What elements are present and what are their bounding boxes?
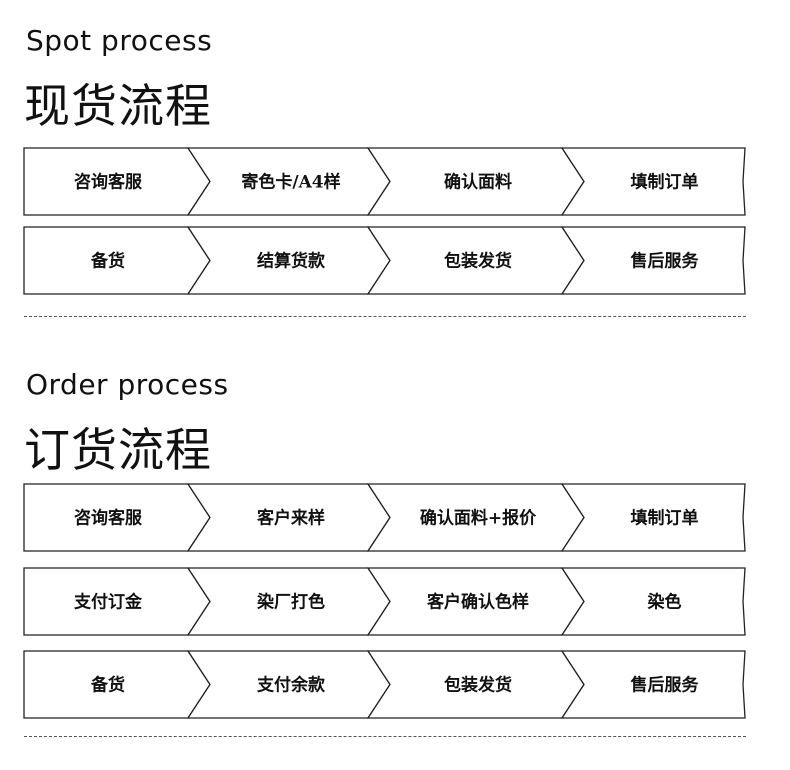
process-step-label: 备货 xyxy=(90,251,125,272)
order-title-zh: 订货流程 xyxy=(24,423,212,477)
process-step-label: 咨询客服 xyxy=(74,508,143,529)
process-step-label: 填制订单 xyxy=(631,508,699,529)
spot-divider xyxy=(24,316,746,317)
process-step-label: 结算货款 xyxy=(257,251,326,272)
process-step-label: 备货 xyxy=(90,675,125,696)
order-title-en: Order process xyxy=(26,368,229,401)
order-section: Order process 订货流程 咨询客服 客户来样 确认面料+报价 填制订单支付… xyxy=(0,340,790,770)
spot-section: Spot process 现货流程 咨询客服 寄色卡/A4样 确认面料 填制订单备货 结… xyxy=(0,0,790,340)
process-step-label: 客户来样 xyxy=(256,508,325,529)
process-step-shape xyxy=(560,650,746,719)
spot-title-zh: 现货流程 xyxy=(24,79,212,133)
process-step-label: 确认面料 xyxy=(444,172,512,193)
process-step-label: 包装发货 xyxy=(444,675,512,696)
process-step-shape xyxy=(560,226,746,295)
process-step-label: 染厂打色 xyxy=(257,592,325,613)
process-step-label: 支付余款 xyxy=(257,675,326,696)
process-step-label: 咨询客服 xyxy=(74,172,143,193)
process-step-label: 支付订金 xyxy=(74,592,143,613)
process-step-label: 确认面料+报价 xyxy=(420,508,537,529)
process-step-label: 填制订单 xyxy=(631,172,699,193)
process-step-shape xyxy=(560,483,746,552)
process-step-label: 染色 xyxy=(648,592,682,613)
process-step-label: 售后服务 xyxy=(631,251,700,272)
spot-title-en: Spot process xyxy=(26,24,213,57)
process-step-label: 售后服务 xyxy=(631,675,700,696)
process-step-shape xyxy=(560,567,746,636)
process-step-shape xyxy=(560,147,746,216)
process-step-label: 寄色卡/A4样 xyxy=(241,172,340,193)
order-divider xyxy=(24,736,746,737)
process-step-label: 客户确认色样 xyxy=(426,592,529,613)
process-step-label: 包装发货 xyxy=(444,251,512,272)
